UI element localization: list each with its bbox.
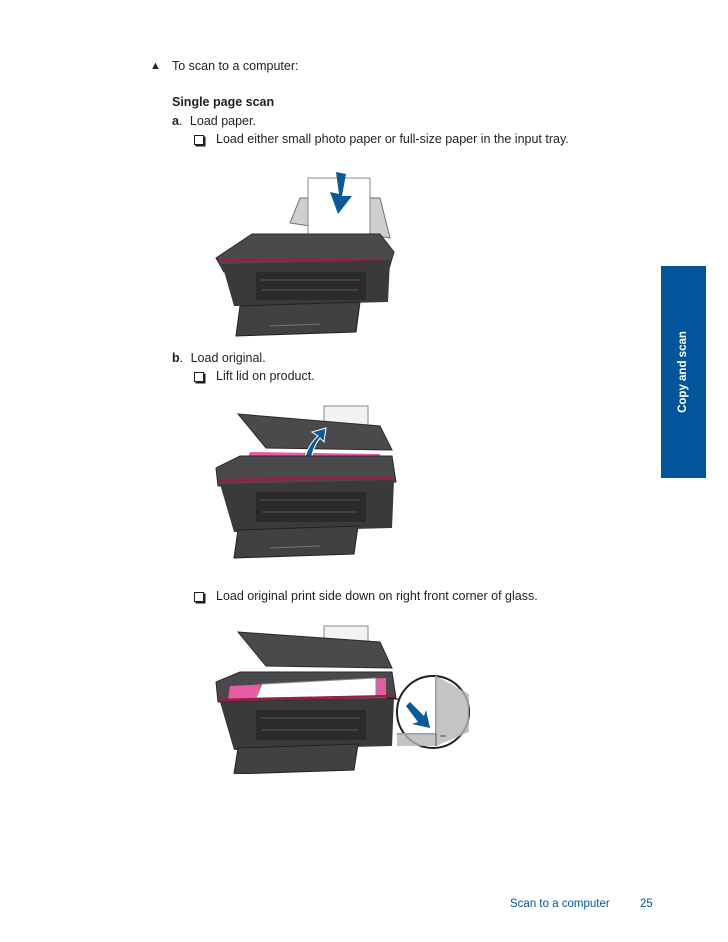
- page-number: 25: [640, 898, 653, 910]
- checklist-item: Load original print side down on right f…: [194, 589, 538, 603]
- checklist-item-text: Load either small photo paper or full-si…: [216, 132, 569, 146]
- step-a-text: Load paper.: [189, 114, 256, 128]
- printer-load-paper-illustration: [215, 172, 395, 337]
- printer-load-original-illustration: [215, 625, 470, 774]
- checklist-item-text: Load original print side down on right f…: [216, 589, 538, 603]
- printer-lift-lid-illustration: [215, 405, 397, 559]
- side-section-tab: Copy and scan: [661, 266, 706, 478]
- checkbox-icon: [194, 135, 204, 145]
- step-marker: b: [172, 351, 180, 365]
- checklist-item-text: Lift lid on product.: [216, 369, 315, 383]
- down-arrow-icon: [330, 172, 352, 214]
- checklist-item: Lift lid on product.: [194, 369, 315, 383]
- step-b-text: Load original.: [190, 351, 266, 365]
- diagonal-arrow-icon: [406, 702, 430, 728]
- step-marker-dot: .: [179, 351, 184, 365]
- checklist-item: Load either small photo paper or full-si…: [194, 132, 569, 146]
- step-a: a. Load paper.: [172, 114, 256, 128]
- intro-text: To scan to a computer:: [172, 59, 299, 73]
- bullet-triangle-icon: ▲: [150, 60, 161, 72]
- section-title: Single page scan: [172, 95, 275, 109]
- checkbox-icon: [194, 372, 204, 382]
- step-marker: a: [172, 114, 179, 128]
- step-marker-dot: .: [178, 114, 183, 128]
- checkbox-icon: [194, 592, 204, 602]
- side-tab-label: Copy and scan: [677, 331, 689, 413]
- step-b: b. Load original.: [172, 351, 266, 365]
- footer-section-name: Scan to a computer: [510, 898, 610, 910]
- magnified-corner-inset: [396, 675, 470, 749]
